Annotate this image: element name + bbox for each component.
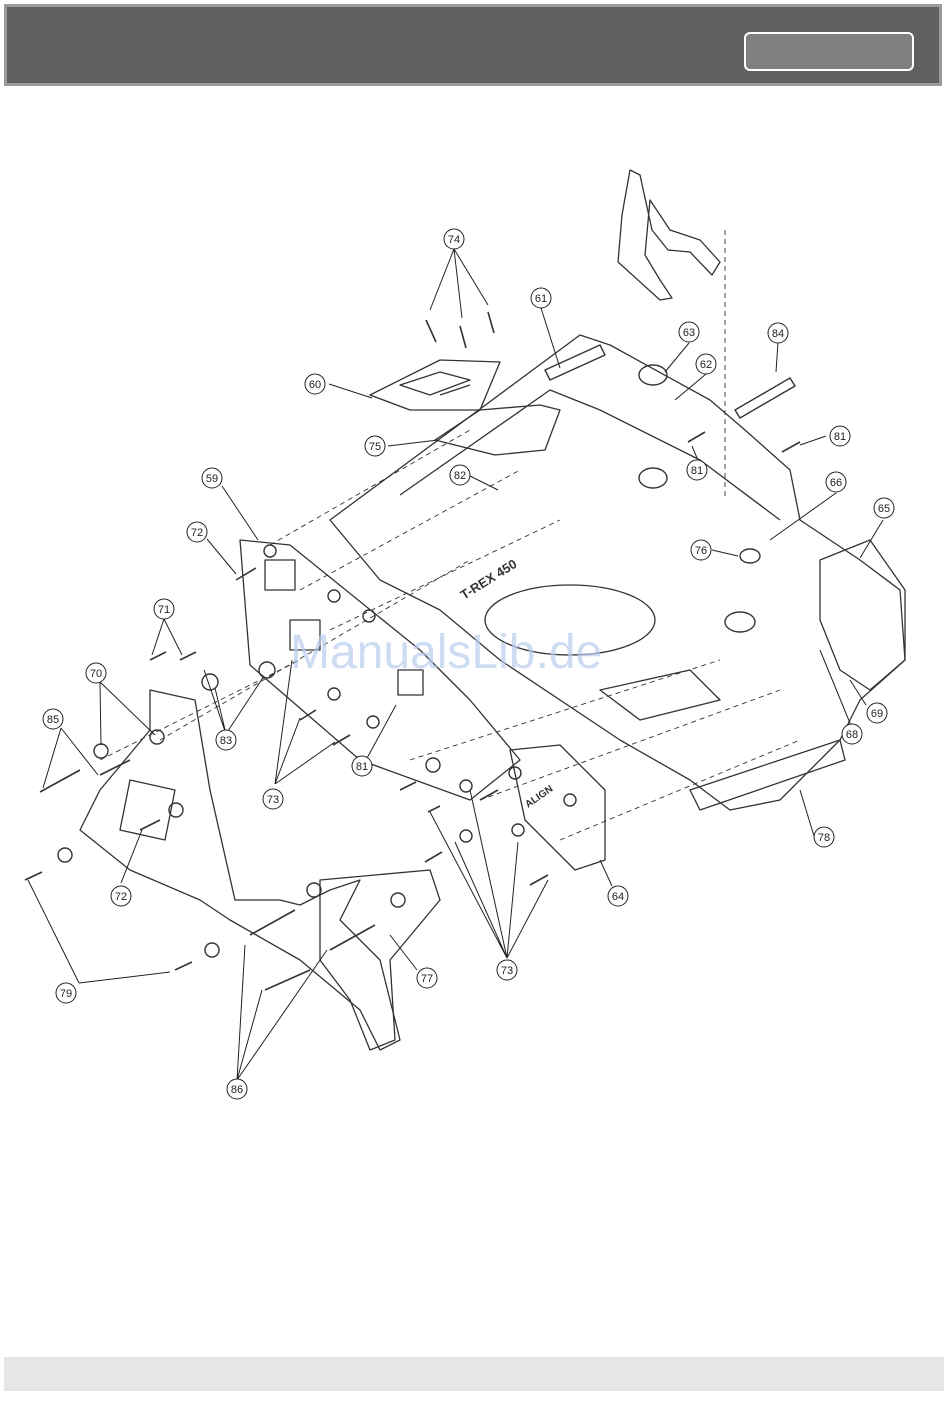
svg-text:86: 86 (231, 1084, 243, 1096)
rail-78 (690, 740, 845, 810)
svg-text:79: 79 (60, 988, 72, 1000)
callout-84: 84 (768, 323, 788, 343)
watermark: ManualsLib.de (290, 626, 602, 679)
svg-text:70: 70 (90, 668, 102, 680)
callout-60: 60 (305, 374, 325, 394)
callout-69: 69 (867, 703, 887, 723)
svg-text:72: 72 (115, 891, 127, 903)
svg-text:76: 76 (695, 545, 707, 557)
battery-plate-60 (370, 360, 500, 410)
svg-text:60: 60 (309, 379, 321, 391)
svg-text:63: 63 (683, 327, 695, 339)
svg-text:68: 68 (846, 729, 858, 741)
svg-text:62: 62 (700, 359, 712, 371)
callout-64: 64 (608, 886, 628, 906)
callout-81: 81 (687, 460, 707, 480)
main-chassis-frame (330, 335, 905, 810)
callout-82: 82 (450, 465, 470, 485)
svg-text:85: 85 (47, 714, 59, 726)
callout-79: 79 (56, 983, 76, 1003)
callout-65: 65 (874, 498, 894, 518)
callout-66: 66 (826, 472, 846, 492)
callout-76: 76 (691, 540, 711, 560)
side-plate-outer (80, 690, 400, 1050)
svg-text:81: 81 (356, 761, 368, 773)
callout-68: 68 (842, 724, 862, 744)
footer-bar (4, 1357, 944, 1391)
callout-61: 61 (531, 288, 551, 308)
canopy-mount-part (618, 170, 720, 300)
svg-text:81: 81 (834, 431, 846, 443)
callout-85: 85 (43, 709, 63, 729)
callout-74: 74 (444, 229, 464, 249)
callout-73: 73 (497, 960, 517, 980)
svg-text:74: 74 (448, 234, 460, 246)
svg-text:83: 83 (220, 735, 232, 747)
svg-text:71: 71 (158, 604, 170, 616)
callout-83: 83 (216, 730, 236, 750)
svg-text:69: 69 (871, 708, 883, 720)
svg-text:73: 73 (267, 794, 279, 806)
callout-62: 62 (696, 354, 716, 374)
svg-text:77: 77 (421, 973, 433, 985)
callout-78: 78 (814, 827, 834, 847)
callout-86: 86 (227, 1079, 247, 1099)
svg-text:66: 66 (830, 477, 842, 489)
svg-text:59: 59 (206, 473, 218, 485)
callout-71: 71 (154, 599, 174, 619)
callout-70: 70 (86, 663, 106, 683)
callout-73: 73 (263, 789, 283, 809)
callout-77: 77 (417, 968, 437, 988)
svg-text:64: 64 (612, 891, 624, 903)
brand-text: ALIGN (523, 784, 555, 811)
svg-text:61: 61 (535, 293, 547, 305)
callout-63: 63 (679, 322, 699, 342)
svg-text:84: 84 (772, 328, 784, 340)
callout-72: 72 (187, 522, 207, 542)
block-64 (510, 745, 605, 870)
svg-text:78: 78 (818, 832, 830, 844)
svg-text:82: 82 (454, 470, 466, 482)
svg-text:65: 65 (878, 503, 890, 515)
svg-text:72: 72 (191, 527, 203, 539)
mount-75 (435, 405, 560, 455)
callout-81: 81 (352, 756, 372, 776)
callout-72: 72 (111, 886, 131, 906)
callout-59: 59 (202, 468, 222, 488)
callout-75: 75 (365, 436, 385, 456)
svg-text:81: 81 (691, 465, 703, 477)
callout-81: 81 (830, 426, 850, 446)
svg-text:75: 75 (369, 441, 381, 453)
svg-text:73: 73 (501, 965, 513, 977)
